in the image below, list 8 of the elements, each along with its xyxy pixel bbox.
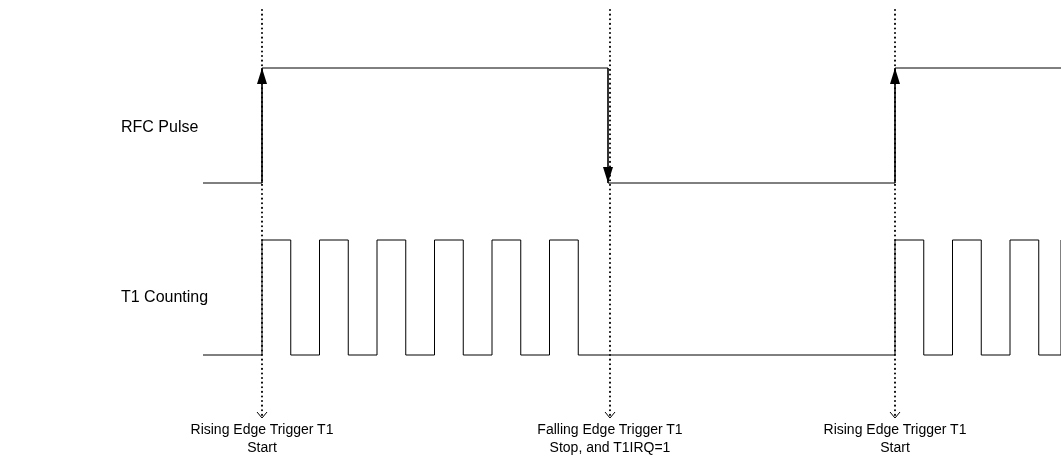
trigger-arrow [889,9,901,419]
trigger-arrow [256,9,268,419]
trigger-arrow [604,9,616,419]
signal-name: T1 Counting [121,288,209,306]
trigger-label: Falling Edge Trigger T1 Stop, and T1IRQ=1 [525,420,695,456]
trigger-label: Rising Edge Trigger T1 Start [820,420,970,456]
signal-name: RFC Pulse [121,118,199,136]
trigger-label: Rising Edge Trigger T1 Start [187,420,337,456]
